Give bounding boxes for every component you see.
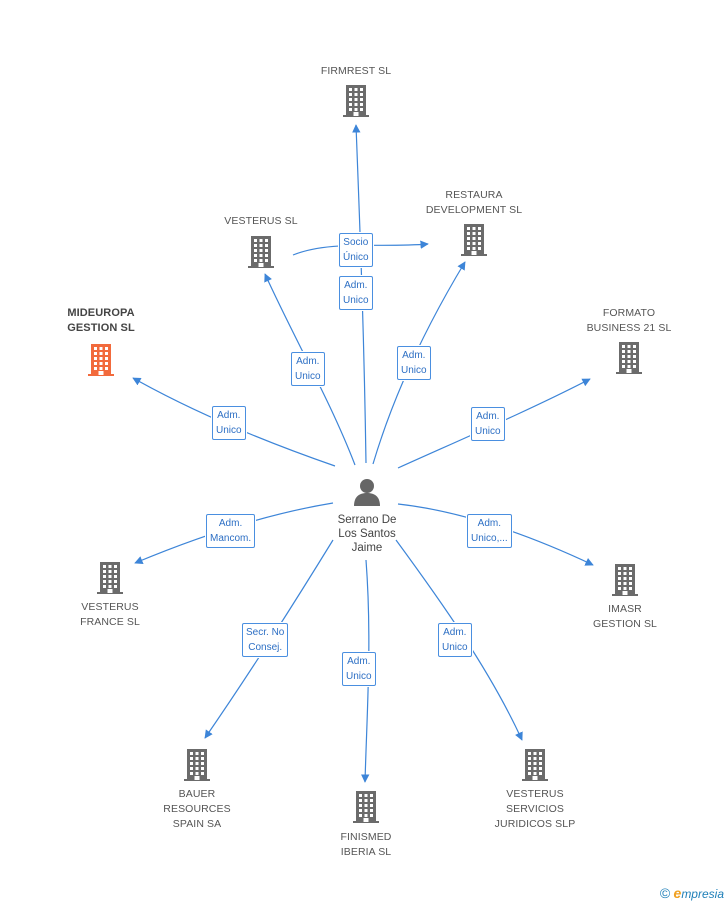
building-icon[interactable] (85, 343, 117, 377)
role-label-r-vesterus-france[interactable]: Adm. Mancom. (206, 514, 256, 548)
role-label-r-firmrest[interactable]: Adm. Unico (339, 276, 373, 310)
building-icon[interactable] (613, 341, 645, 375)
person-node[interactable]: Serrano De Los Santos Jaime (307, 477, 427, 555)
company-firmrest[interactable]: FIRMREST SL (286, 64, 426, 118)
building-icon[interactable] (519, 748, 551, 782)
company-name[interactable]: VESTERUS SL (224, 215, 298, 227)
company-name[interactable]: RESTAURA DEVELOPMENT SL (425, 189, 523, 216)
company-vesterus-sl[interactable]: VESTERUS SL (191, 214, 331, 269)
building-icon[interactable] (94, 561, 126, 595)
company-name[interactable]: BAUER RESOURCES SPAIN SA (163, 788, 231, 830)
building-icon[interactable] (340, 84, 372, 118)
company-name[interactable]: FINISMED IBERIA SL (340, 831, 392, 858)
brand-footer: © empresia (660, 885, 724, 901)
brand-name: mpresia (681, 887, 724, 901)
company-name[interactable]: FIRMREST SL (320, 65, 392, 77)
company-mideuropa[interactable]: MIDEUROPA GESTION SL (31, 306, 171, 377)
person-name[interactable]: Serrano De Los Santos Jaime (337, 514, 397, 554)
copyright-icon: © (659, 885, 671, 901)
role-label-r-formato[interactable]: Adm. Unico (471, 407, 505, 441)
company-name[interactable]: FORMATO BUSINESS 21 SL (586, 307, 672, 334)
company-vesterus-servicios[interactable]: VESTERUS SERVICIOS JURIDICOS SLP (465, 748, 605, 832)
company-name[interactable]: VESTERUS FRANCE SL (80, 601, 140, 628)
role-label-r-restaura[interactable]: Adm. Unico (397, 346, 431, 380)
company-name[interactable]: MIDEUROPA GESTION SL (67, 307, 135, 334)
role-label-r-vesterus-servicios[interactable]: Adm. Unico (438, 623, 472, 657)
building-icon[interactable] (245, 235, 277, 269)
company-name[interactable]: IMASR GESTION SL (592, 603, 657, 630)
company-imasr[interactable]: IMASR GESTION SL (555, 563, 695, 632)
company-finismed[interactable]: FINISMED IBERIA SL (296, 790, 436, 860)
role-label-r-mideuropa[interactable]: Adm. Unico (212, 406, 246, 440)
company-formato[interactable]: FORMATO BUSINESS 21 SL (559, 306, 699, 375)
building-icon[interactable] (609, 563, 641, 597)
building-icon[interactable] (458, 223, 490, 257)
role-label-r-bauer[interactable]: Secr. No Consej. (242, 623, 289, 657)
company-name[interactable]: VESTERUS SERVICIOS JURIDICOS SLP (494, 788, 576, 830)
company-bauer[interactable]: BAUER RESOURCES SPAIN SA (127, 748, 267, 832)
company-vesterus-france[interactable]: VESTERUS FRANCE SL (40, 561, 180, 630)
role-label-r-vesterus-restaura[interactable]: Socio Único (339, 233, 373, 267)
company-restaura[interactable]: RESTAURA DEVELOPMENT SL (404, 188, 544, 257)
building-icon[interactable] (181, 748, 213, 782)
person-icon[interactable] (352, 477, 382, 507)
role-label-r-imasr[interactable]: Adm. Unico,... (467, 514, 512, 548)
role-label-r-vesterus[interactable]: Adm. Unico (291, 352, 325, 386)
building-icon[interactable] (350, 790, 382, 824)
brand-logo-icon: e (673, 885, 682, 901)
role-label-r-finismed[interactable]: Adm. Unico (342, 652, 376, 686)
